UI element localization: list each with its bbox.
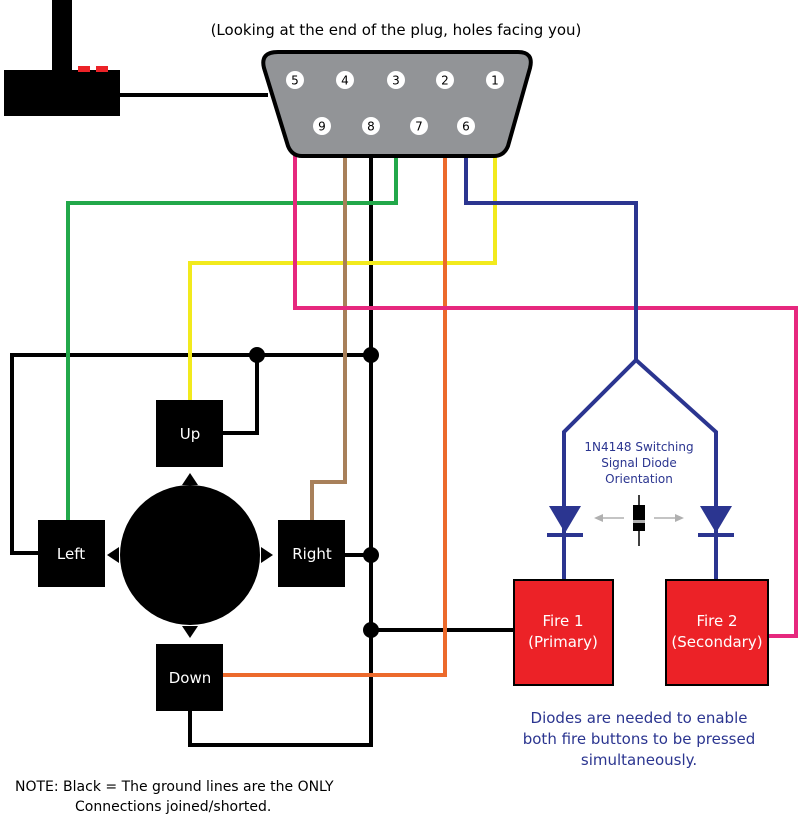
up-switch-label: Up bbox=[180, 425, 201, 443]
diode-label-line3: Orientation bbox=[605, 472, 673, 486]
db9-pins: 5 4 3 2 1 9 8 7 6 bbox=[286, 71, 504, 135]
pin-6-label: 6 bbox=[462, 120, 470, 134]
pin-7-label: 7 bbox=[415, 120, 423, 134]
wire-pin5-fire2 bbox=[293, 82, 798, 638]
down-switch bbox=[156, 644, 223, 711]
left-switch bbox=[38, 520, 105, 587]
pin-4-label: 4 bbox=[341, 74, 349, 88]
pin-9-label: 9 bbox=[318, 120, 326, 134]
diagram-header: (Looking at the end of the plug, holes f… bbox=[211, 21, 582, 39]
db9-connector bbox=[261, 50, 533, 158]
wire-pin6-fire1 bbox=[464, 128, 718, 580]
footnote-line1: NOTE: Black = The ground lines are the O… bbox=[15, 779, 334, 795]
pin-8-label: 8 bbox=[367, 120, 375, 134]
diode-note-line2: both fire buttons to be pressed bbox=[523, 730, 756, 748]
wire-pin2-down bbox=[222, 82, 447, 677]
right-switch bbox=[278, 520, 345, 587]
fire-2-title: Fire 2 bbox=[696, 612, 737, 630]
pin-2-label: 2 bbox=[441, 74, 449, 88]
arrow-down-icon bbox=[182, 626, 198, 638]
footnote-line2: Connections joined/shorted. bbox=[75, 799, 271, 815]
pin-5-label: 5 bbox=[291, 74, 299, 88]
fire-1-subtitle: (Primary) bbox=[528, 633, 598, 651]
diode-left bbox=[547, 506, 583, 537]
fire-2-button bbox=[665, 579, 769, 686]
arrow-left-icon bbox=[107, 547, 119, 563]
pin-1-label: 1 bbox=[491, 74, 499, 88]
up-switch bbox=[156, 400, 223, 467]
down-switch-label: Down bbox=[169, 669, 212, 687]
wire-pin4-right bbox=[310, 82, 347, 522]
left-switch-label: Left bbox=[57, 545, 85, 563]
right-switch-label: Right bbox=[292, 545, 332, 563]
joystick-stick bbox=[120, 485, 260, 625]
diode-label-line1: 1N4148 Switching bbox=[584, 440, 693, 454]
wire-pin1-up bbox=[188, 82, 497, 402]
ground-wires bbox=[10, 128, 515, 747]
fire-1-button bbox=[513, 579, 614, 686]
pin-3-label: 3 bbox=[392, 74, 400, 88]
diode-orientation-icon bbox=[594, 495, 684, 546]
fire-1-title: Fire 1 bbox=[542, 612, 583, 630]
diode-note-line3: simultaneously. bbox=[581, 751, 697, 769]
joystick-plug-icon bbox=[4, 0, 120, 116]
diode-label-line2: Signal Diode bbox=[601, 456, 677, 470]
arrow-right-icon bbox=[261, 547, 273, 563]
diode-right bbox=[698, 506, 734, 537]
arrow-up-icon bbox=[182, 473, 198, 485]
fire-2-subtitle: (Secondary) bbox=[671, 633, 762, 651]
ground-junctions bbox=[249, 347, 379, 638]
diode-note-line1: Diodes are needed to enable bbox=[531, 709, 748, 727]
